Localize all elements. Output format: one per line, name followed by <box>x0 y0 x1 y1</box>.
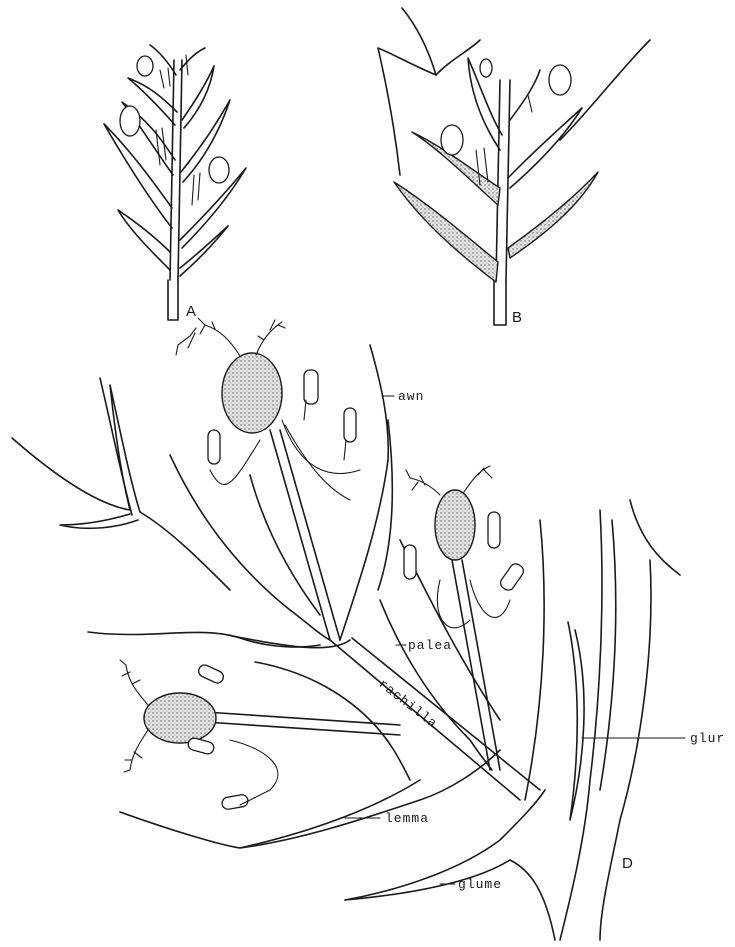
panel-label-b: B <box>512 309 522 326</box>
label-lemma: lemma <box>385 811 429 826</box>
label-glume: glume <box>458 877 502 892</box>
label-palea: palea <box>408 638 452 653</box>
floret-d <box>12 318 680 940</box>
spikelet-b <box>378 8 650 325</box>
panel-label-d: D <box>622 855 633 872</box>
panel-label-a: A <box>186 303 196 320</box>
spikelet-a <box>104 45 246 320</box>
label-awn: awn <box>398 389 424 404</box>
label-glume-right: glur <box>690 731 725 746</box>
